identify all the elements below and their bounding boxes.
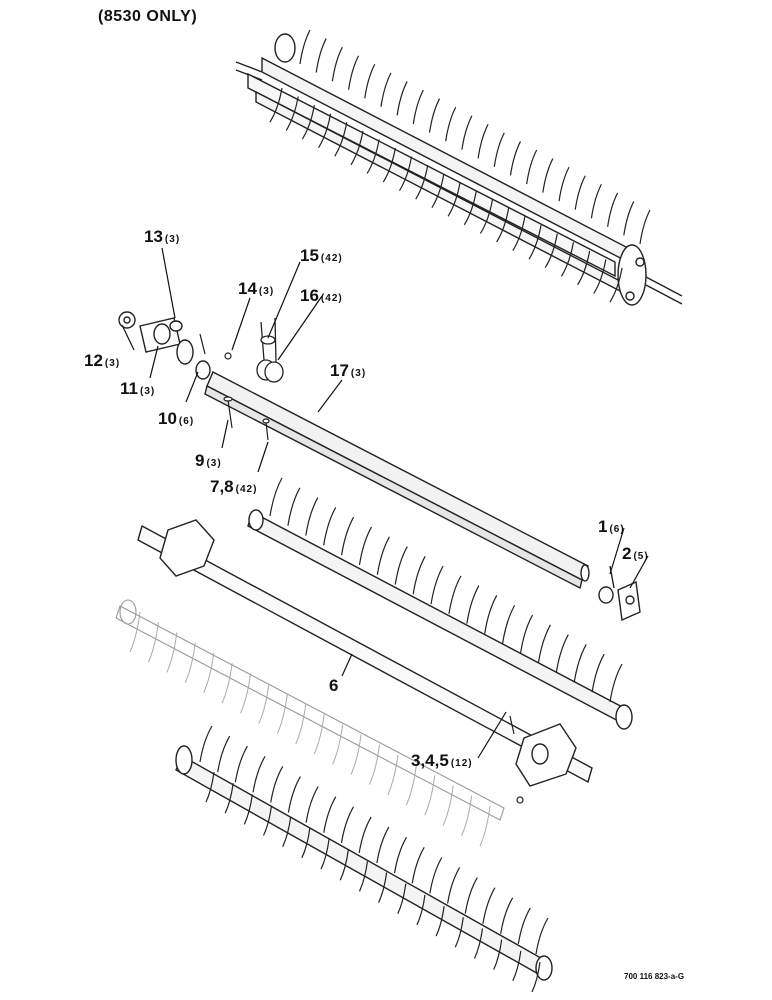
tine-spring-15-16 xyxy=(256,317,284,383)
callout-3-4-5: 3,4,5(12) xyxy=(411,751,473,770)
document-reference: 700 116 823-a-G xyxy=(624,972,685,981)
bearing-housing-12 xyxy=(118,311,136,329)
callout-15: 15(42) xyxy=(300,246,343,265)
clip-14 xyxy=(224,352,232,360)
callout-9: 9(3) xyxy=(195,451,222,470)
bearing-1-2 xyxy=(598,565,641,622)
tine-bar-ghost xyxy=(115,599,505,821)
cotter-pin xyxy=(199,333,206,355)
tine-bar-17 xyxy=(204,371,590,590)
callout-17: 17(3) xyxy=(330,361,367,380)
leader-lines xyxy=(121,247,649,759)
reel-tines-ghost xyxy=(129,611,491,847)
hardware-3-4-5 xyxy=(509,715,524,804)
callout-6: 6 xyxy=(329,676,339,695)
callout-16: 16(42) xyxy=(300,286,343,305)
callout-14: 14(3) xyxy=(238,279,275,298)
screw-7-8 xyxy=(262,418,270,441)
tine-bar-middle xyxy=(247,509,633,730)
reel-tines-top xyxy=(269,29,651,303)
bolt-9 xyxy=(223,396,233,429)
bushing-10 xyxy=(195,360,211,380)
tine-bar-bottom xyxy=(175,745,553,981)
model-note: (8530 ONLY) xyxy=(98,8,198,25)
reel-tines-bottom xyxy=(199,725,549,993)
pin-13 xyxy=(169,320,183,332)
bearing-11 xyxy=(139,317,194,365)
callout-1: 1(6) xyxy=(598,517,625,536)
callout-10: 10(6) xyxy=(158,409,195,428)
shaft-6 xyxy=(137,519,593,787)
reel-tines-middle xyxy=(269,477,623,703)
callout-2: 2(5) xyxy=(622,544,649,563)
callout-12: 12(3) xyxy=(84,351,121,370)
callout-7-8: 7,8(42) xyxy=(210,477,258,496)
callout-13: 13(3) xyxy=(144,227,181,246)
callout-11: 11(3) xyxy=(120,379,156,398)
